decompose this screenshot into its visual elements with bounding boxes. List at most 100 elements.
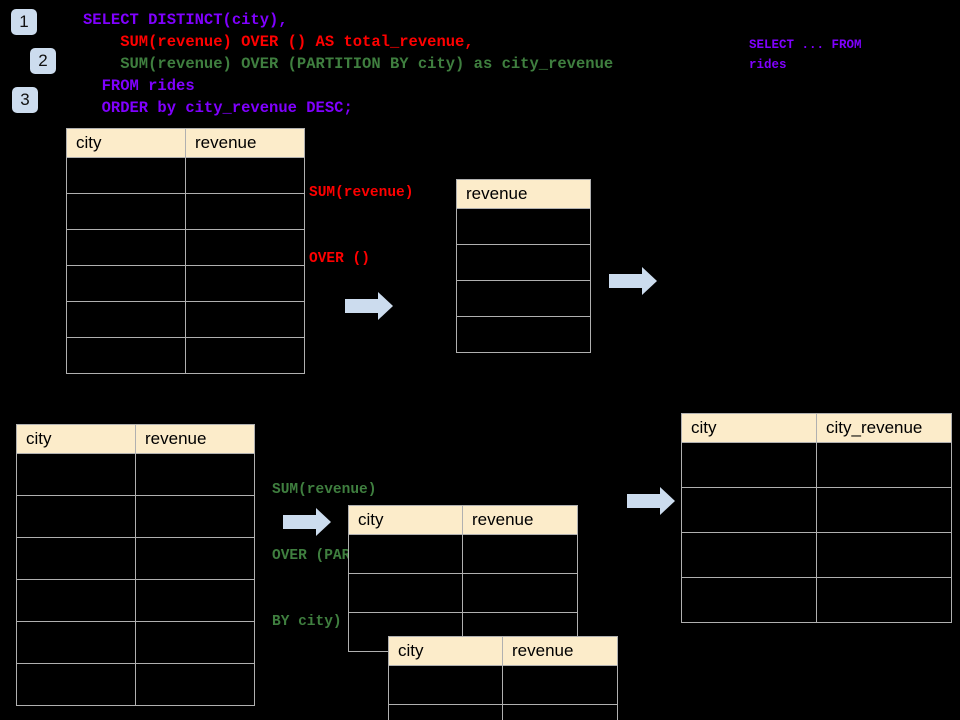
column-header-city-revenue: city_revenue (816, 413, 952, 443)
cell-city (16, 537, 136, 580)
sql-line-1: SELECT DISTINCT(city), (83, 11, 288, 29)
cell-city (681, 577, 817, 623)
cell-revenue (456, 244, 591, 281)
column-header-city: city (388, 636, 503, 666)
cell-revenue (185, 301, 305, 338)
partition-table-front: city revenue (388, 636, 618, 720)
step-badge-2[interactable]: 2 (30, 48, 56, 74)
cell-city (681, 442, 817, 488)
annotation-line-2: OVER () (309, 251, 370, 267)
column-header-city: city (681, 413, 817, 443)
table-row (456, 244, 591, 281)
cell-city (16, 621, 136, 664)
cell-revenue (135, 579, 255, 622)
annotation-line-1: SUM(revenue) (309, 185, 414, 201)
cell-city-revenue (816, 442, 952, 488)
sql-line-3: SUM(revenue) OVER (PARTITION BY city) as… (83, 55, 614, 73)
table-row (66, 229, 305, 266)
cell-city (66, 229, 186, 266)
table-row (66, 157, 305, 194)
table-row (456, 280, 591, 317)
cell-revenue (462, 573, 578, 613)
cell-revenue (185, 193, 305, 230)
cell-city-revenue (816, 577, 952, 623)
table-row (16, 495, 255, 538)
cell-revenue (135, 537, 255, 580)
cell-revenue (456, 208, 591, 245)
cell-revenue (135, 663, 255, 706)
cell-city (66, 337, 186, 374)
cell-revenue (135, 495, 255, 538)
cell-revenue (185, 265, 305, 302)
arrow-source-to-partition (283, 508, 331, 536)
column-header-revenue: revenue (462, 505, 578, 535)
cell-revenue (502, 704, 618, 720)
arrow-total-to-result (609, 267, 657, 295)
sql-line-4: FROM rides (83, 77, 195, 95)
column-header-revenue: revenue (456, 179, 591, 209)
column-header-city: city (16, 424, 136, 454)
arrow-partition-to-result (627, 487, 675, 515)
table-header-row: city revenue (66, 128, 305, 158)
cell-city (348, 534, 463, 574)
sql-line-2: SUM(revenue) OVER () AS total_revenue, (83, 33, 474, 51)
cell-revenue (185, 229, 305, 266)
cell-revenue (185, 337, 305, 374)
cell-city (388, 704, 503, 720)
sql-line-5: ORDER by city_revenue DESC; (83, 99, 353, 117)
table-header-row: city revenue (388, 636, 618, 666)
table-row (456, 208, 591, 245)
table-row (66, 301, 305, 338)
cell-city-revenue (816, 532, 952, 578)
step-badge-1[interactable]: 1 (11, 9, 37, 35)
table-row (681, 532, 952, 578)
cell-revenue (456, 316, 591, 353)
step-badge-3[interactable]: 3 (12, 87, 38, 113)
cell-city (348, 573, 463, 613)
cell-revenue (135, 453, 255, 496)
rides-source-table-2: city revenue (16, 424, 255, 706)
sql-side-note-line-2: rides (749, 58, 787, 72)
cell-revenue (502, 665, 618, 705)
cell-revenue (462, 534, 578, 574)
city-revenue-result-table: city city_revenue (681, 413, 952, 623)
partition-table-back: city revenue (348, 505, 578, 652)
total-revenue-annotation: SUM(revenue) OVER () (309, 138, 413, 314)
sql-side-note-line-1: SELECT ... FROM (749, 38, 862, 52)
cell-city-revenue (816, 487, 952, 533)
table-row (348, 534, 578, 574)
cell-revenue (185, 157, 305, 194)
cell-revenue (135, 621, 255, 664)
annotation-line-3: BY city) (272, 614, 342, 630)
table-row (681, 577, 952, 623)
cell-city (66, 193, 186, 230)
cell-city (16, 663, 136, 706)
table-row (66, 193, 305, 230)
column-header-revenue: revenue (135, 424, 255, 454)
table-row (681, 442, 952, 488)
table-row (16, 537, 255, 580)
total-revenue-table: revenue (456, 179, 591, 353)
table-row (348, 573, 578, 613)
annotation-line-1: SUM(revenue) (272, 482, 377, 498)
cell-city (388, 665, 503, 705)
rides-source-table: city revenue (66, 128, 305, 374)
column-header-revenue: revenue (502, 636, 618, 666)
cell-city (681, 487, 817, 533)
column-header-city: city (66, 128, 186, 158)
cell-revenue (456, 280, 591, 317)
table-row (66, 265, 305, 302)
cell-city (66, 265, 186, 302)
table-row (16, 579, 255, 622)
table-row (388, 704, 618, 720)
table-header-row: city revenue (348, 505, 578, 535)
table-header-row: revenue (456, 179, 591, 209)
cell-city (16, 495, 136, 538)
table-row (456, 316, 591, 353)
table-row (16, 663, 255, 706)
table-row (66, 337, 305, 374)
cell-city (16, 453, 136, 496)
table-header-row: city revenue (16, 424, 255, 454)
table-row (388, 665, 618, 705)
